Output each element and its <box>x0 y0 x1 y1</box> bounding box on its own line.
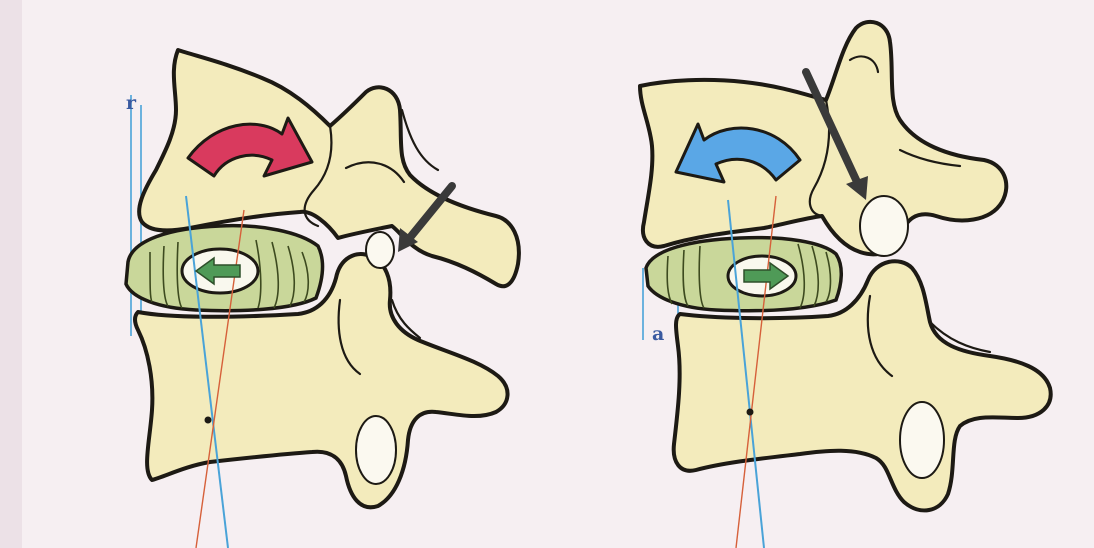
right-rotation-center <box>747 409 754 416</box>
left-rotation-center <box>205 417 212 424</box>
right-facet-joint <box>860 196 908 256</box>
page-edge-shadow <box>0 0 22 548</box>
left-panel-label: r <box>126 92 137 114</box>
right-lower-foramen <box>900 402 944 478</box>
left-facet-joint <box>366 232 394 268</box>
right-panel-label: a <box>652 323 664 345</box>
left-lower-foramen <box>356 416 396 484</box>
